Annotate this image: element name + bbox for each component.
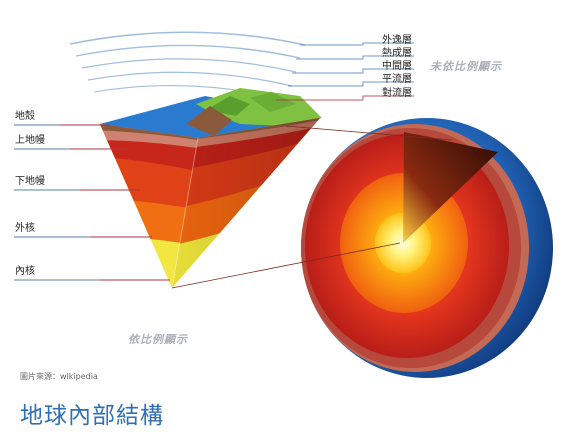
label-troposphere: 對流層 xyxy=(382,88,412,99)
sphere-cut-wedge xyxy=(403,132,498,243)
label-inner-core: 內核 xyxy=(15,266,35,277)
section-to-sphere-leaders xyxy=(171,125,453,289)
label-outer-core: 外核 xyxy=(15,223,35,234)
label-thermosphere: 熱成層 xyxy=(382,48,412,59)
note-not-to-scale: 未依比例顯示 xyxy=(430,60,502,73)
atmosphere-arcs xyxy=(69,31,306,101)
earth-sphere-cutaway xyxy=(301,118,553,378)
label-mesosphere: 中間層 xyxy=(382,61,412,72)
label-stratosphere: 平流層 xyxy=(382,74,412,85)
label-exosphere: 外逸層 xyxy=(382,35,412,46)
image-source: 圖片來源：wikipedia xyxy=(20,372,98,381)
label-lower-mantle: 下地幔 xyxy=(15,176,45,187)
note-to-scale: 依比例顯示 xyxy=(128,333,188,346)
atmosphere-leaders xyxy=(276,42,414,101)
earth-layer-leaders xyxy=(14,124,170,281)
earth-cross-section xyxy=(100,88,322,289)
label-upper-mantle: 上地幔 xyxy=(15,135,45,146)
label-crust: 地殼 xyxy=(15,111,35,122)
page-title: 地球內部結構 xyxy=(20,403,164,429)
